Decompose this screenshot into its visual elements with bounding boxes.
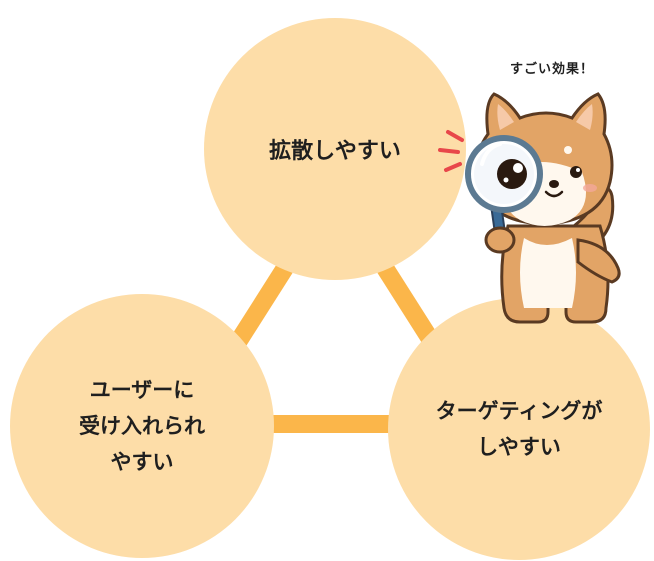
node-spreadable-label: 拡散しやすい xyxy=(269,139,401,164)
connector-top-right xyxy=(377,263,440,347)
node-user-acceptance-line-2: 受け入れられ xyxy=(79,414,205,438)
node-targeting-line-2: しやすい xyxy=(477,435,561,459)
connector-top-left xyxy=(230,263,293,347)
node-spreadable: 拡散しやすい xyxy=(204,18,466,280)
shiba-dog-magnifying-glass-icon xyxy=(438,92,621,324)
node-user-acceptance-line-3: やすい xyxy=(110,450,174,474)
node-user-acceptance: ユーザーに 受け入れられ やすい xyxy=(10,294,274,558)
node-targeting-line-1: ターゲティングが xyxy=(435,399,603,423)
node-targeting: ターゲティングが しやすい xyxy=(388,298,650,560)
callout-text: すごい効果！ xyxy=(510,62,595,77)
node-user-acceptance-line-1: ユーザーに xyxy=(89,378,195,402)
